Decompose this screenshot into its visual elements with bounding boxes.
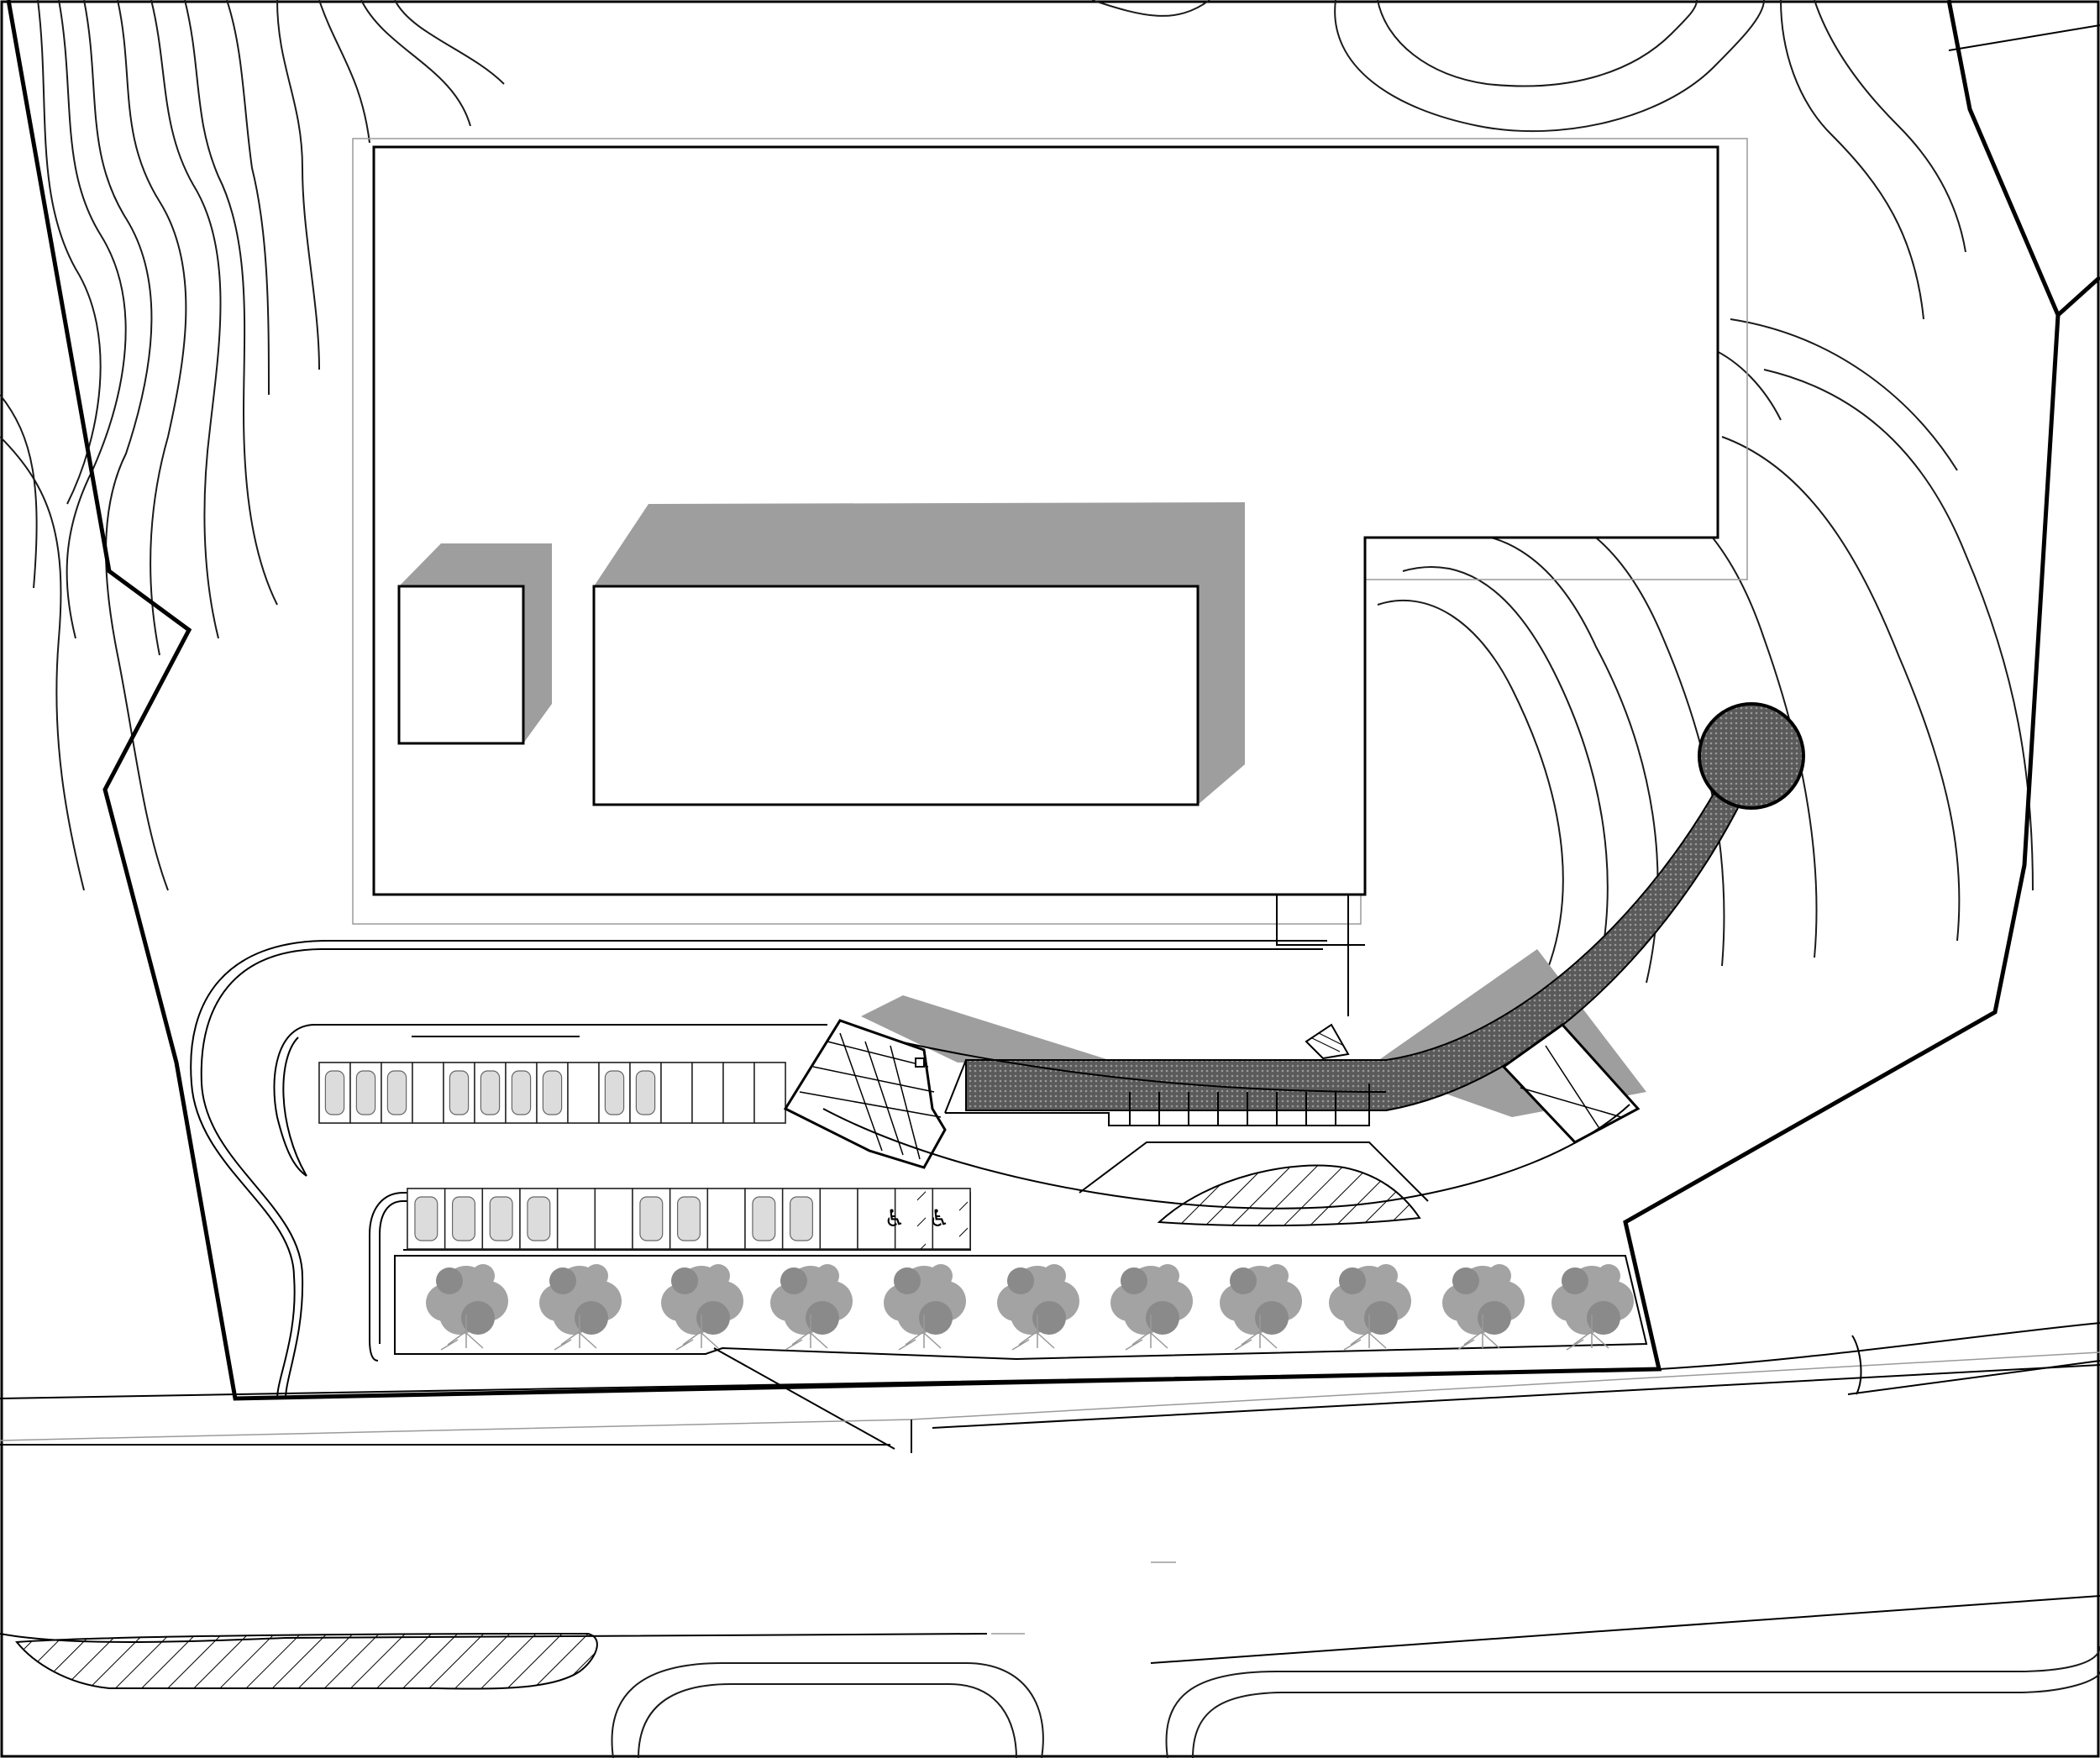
parked-car (414, 1196, 438, 1241)
parking-stall (691, 1062, 724, 1124)
parked-car (489, 1196, 513, 1241)
parked-car (639, 1196, 664, 1241)
hatched-lawn (1157, 1164, 1421, 1227)
parking-stall (567, 1062, 600, 1124)
wheelchair-icon: ♿ (928, 1204, 949, 1232)
parked-car (324, 1070, 345, 1115)
parked-car (752, 1196, 776, 1241)
upper-parking (318, 1062, 786, 1124)
parking-stall (412, 1062, 444, 1124)
parking-stall (556, 1188, 596, 1250)
parked-car (789, 1196, 813, 1241)
parked-car (480, 1070, 501, 1115)
parked-car (355, 1070, 376, 1115)
parked-car (542, 1070, 563, 1115)
tree-row (425, 1263, 1635, 1351)
parking-stall (594, 1188, 633, 1250)
parked-car (527, 1196, 551, 1241)
parked-car (449, 1070, 470, 1115)
round-plaza (1698, 702, 1805, 810)
parked-car (676, 1196, 701, 1241)
annex-block-east (592, 585, 1200, 806)
access-road (190, 940, 1327, 1399)
parking-stall (706, 1188, 746, 1250)
parked-car (451, 1196, 475, 1241)
parking-stall (857, 1188, 896, 1250)
parked-car (604, 1070, 625, 1115)
parked-car (635, 1070, 656, 1115)
street (0, 1322, 2100, 1664)
parking-stall (722, 1062, 755, 1124)
hatched-median (15, 1632, 598, 1690)
parking-stall (660, 1062, 693, 1124)
lower-parking (369, 1188, 971, 1362)
entrance-pavilion (783, 1019, 947, 1169)
annex-block-west (397, 585, 525, 745)
parked-car (386, 1070, 407, 1115)
property-boundary (6, 0, 2100, 1401)
annex-shadow-west (399, 543, 552, 743)
wheelchair-icon: ♿ (884, 1204, 905, 1232)
parked-car (511, 1070, 532, 1115)
parking-stall (819, 1188, 858, 1250)
annex-shadow-east (594, 502, 1245, 805)
parking-stall (894, 1188, 934, 1250)
parking-stall (753, 1062, 786, 1124)
